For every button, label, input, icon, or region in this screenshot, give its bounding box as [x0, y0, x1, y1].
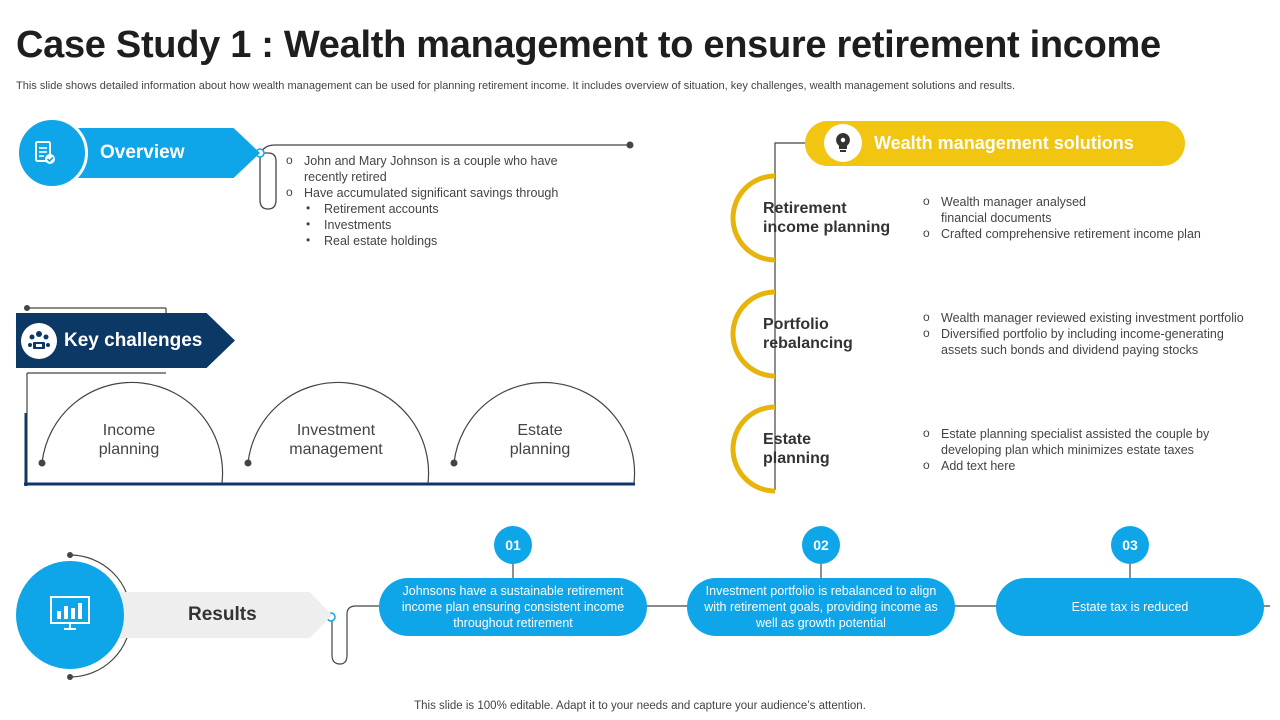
page-subtitle: This slide shows detailed information ab… — [16, 80, 1016, 92]
list-item: Investments — [286, 216, 586, 233]
result-number-02: 02 — [802, 526, 840, 564]
list-item: Have accumulated significant savings thr… — [286, 184, 586, 201]
solution-title-retirement: Retirement income planning — [763, 200, 891, 236]
challenge-item-income: Income planning — [98, 422, 160, 458]
list-item: Diversified portfolio by including incom… — [923, 325, 1251, 358]
result-card-01: Johnsons have a sustainable retirement i… — [379, 578, 647, 636]
results-icon-badge — [16, 561, 124, 669]
overview-label: Overview — [100, 142, 185, 163]
results-tab — [110, 592, 332, 638]
result-card-02: Investment portfolio is rebalanced to al… — [687, 578, 955, 636]
monitor-chart-icon — [48, 594, 92, 634]
solution-title-portfolio: Portfolio rebalancing — [763, 316, 853, 352]
result-number-03: 03 — [1111, 526, 1149, 564]
page-title: Case Study 1 : Wealth management to ensu… — [16, 24, 1161, 66]
list-item: Wealth manager analysed financial docume… — [923, 193, 1111, 226]
document-checklist-icon — [28, 137, 60, 169]
overview-list: John and Mary Johnson is a couple who ha… — [286, 152, 586, 201]
solution-points-estate: Estate planning specialist assisted the … — [923, 425, 1233, 474]
team-meeting-icon — [21, 323, 57, 359]
lightbulb-gear-icon — [824, 124, 862, 162]
results-label: Results — [188, 604, 257, 625]
challenges-label: Key challenges — [64, 330, 203, 351]
solutions-banner — [805, 121, 1185, 166]
list-item: Estate planning specialist assisted the … — [923, 425, 1233, 458]
list-item: Retirement accounts — [286, 200, 586, 217]
list-item: Crafted comprehensive retirement income … — [923, 225, 1223, 242]
list-item: John and Mary Johnson is a couple who ha… — [286, 152, 586, 185]
result-number-01: 01 — [494, 526, 532, 564]
list-item: Wealth manager reviewed existing investm… — [923, 309, 1268, 326]
solution-points-retirement: Wealth manager analysed financial docume… — [923, 193, 1223, 242]
overview-section: Overview — [16, 115, 266, 190]
list-item: Real estate holdings — [286, 232, 586, 249]
overview-sub-list: Retirement accounts Investments Real est… — [286, 200, 586, 249]
solution-title-estate: Estate planning — [763, 431, 830, 467]
challenge-item-estate: Estate planning — [509, 422, 571, 458]
overview-icon-badge — [16, 117, 88, 189]
list-item: Add text here — [923, 457, 1233, 474]
solution-points-portfolio: Wealth manager reviewed existing investm… — [923, 309, 1268, 358]
footer-note: This slide is 100% editable. Adapt it to… — [414, 700, 866, 712]
result-card-03: Estate tax is reduced — [996, 578, 1264, 636]
solutions-label: Wealth management solutions — [874, 133, 1134, 153]
overview-details: John and Mary Johnson is a couple who ha… — [286, 152, 586, 249]
challenge-item-investment: Investment management — [289, 422, 383, 458]
